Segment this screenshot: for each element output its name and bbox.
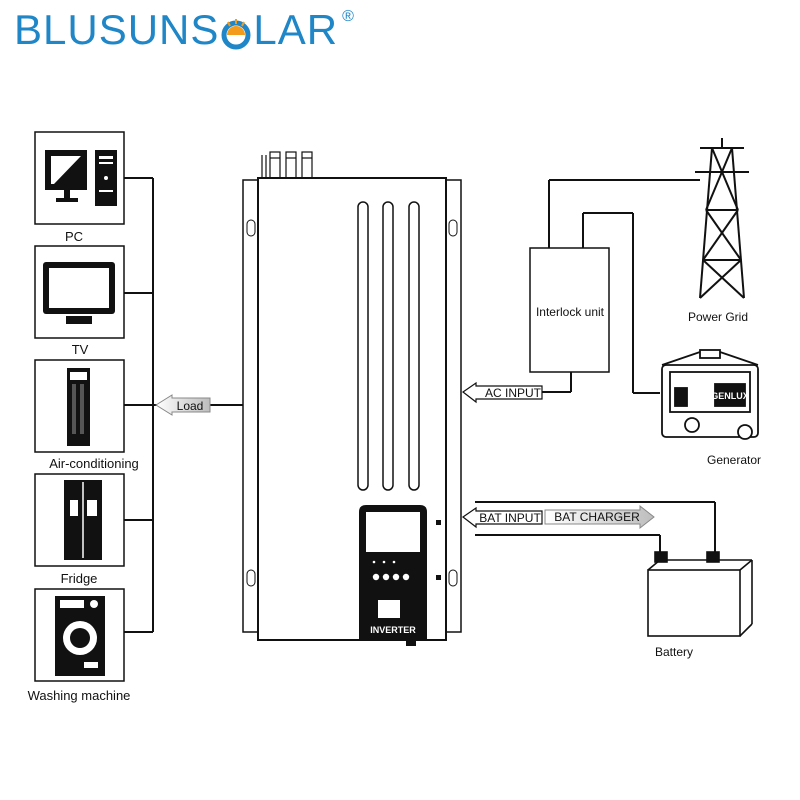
appliance-air-conditioning: Air-conditioning [34,359,139,471]
sun-logo-icon [220,12,252,50]
lcd-display [366,512,420,552]
control-button-2 [382,573,390,581]
power-switch [378,600,400,618]
bat-charger-arrow: BAT CHARGER [544,504,655,530]
cable-glands [261,151,313,179]
appliance-label-fridge: Fridge [61,571,98,586]
generator-label: Generator [707,453,761,467]
pc-icon [45,150,117,206]
air-conditioner-icon [67,368,90,446]
power-grid-tower-icon [690,138,749,299]
interlock-unit: Interlock unit [529,247,610,373]
battery-label: Battery [655,645,693,659]
inverter-control-panel: INVERTER [359,505,427,646]
appliance-washing-machine: Washing machine [28,588,131,703]
ac-input-label: AC INPUT [485,386,542,400]
power-grid-label: Power Grid [688,310,748,324]
fridge-icon [64,480,102,560]
bat-input-label: BAT INPUT [479,511,541,525]
interlock-label: Interlock unit [536,305,605,319]
appliance-label-washing-machine: Washing machine [28,688,131,703]
logo-text-a: BLUSUNS [14,6,220,53]
logo-text-b: LAR [253,6,339,53]
bat-input-arrow: BAT INPUT [461,506,543,529]
appliance-fridge: Fridge [34,473,125,586]
appliance-label-tv: TV [72,342,89,357]
bat-charger-label: BAT CHARGER [554,510,640,524]
tv-icon [43,262,115,324]
battery-icon [647,551,753,637]
control-button-1 [372,573,380,581]
inverter-vent-slots [357,201,420,491]
load-arrow: Load [155,394,211,416]
ac-input-arrow: AC INPUT [461,381,543,404]
appliance-pc: PC [34,131,125,244]
ac-input-wiring [542,179,700,394]
appliance-tv: TV [34,245,125,357]
inverter-unit: INVERTER [242,151,462,646]
washing-machine-icon [55,596,105,676]
appliance-label-pc: PC [65,229,83,244]
control-button-3 [392,573,400,581]
registered-mark: ® [342,8,355,25]
inverter-label: INVERTER [370,625,416,635]
control-button-4 [402,573,410,581]
appliance-label-air-conditioning: Air-conditioning [49,456,139,471]
brand-logo: BLUSUNS LAR ® [14,6,355,54]
load-label: Load [177,399,204,413]
generator-icon: GENLUX [661,349,759,440]
generator-brand-label: GENLUX [711,391,749,401]
